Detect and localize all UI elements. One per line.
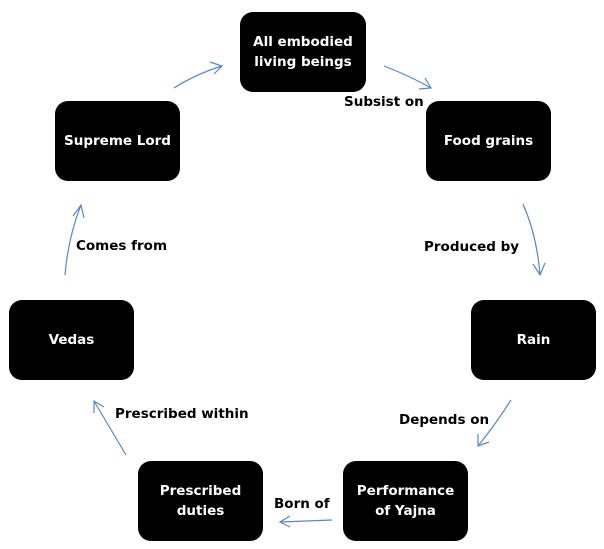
arrow-beings-to-food [383, 65, 433, 90]
edge-label-born-of: Born of [274, 496, 330, 512]
arrow-lord-to-beings [173, 61, 224, 89]
edge-label-depends-on: Depends on [399, 412, 490, 428]
edge-label-subsist-on: Subsist on [344, 94, 424, 110]
arrow-yajna-to-duties [278, 515, 333, 528]
node-rain: Rain [471, 300, 596, 380]
edge-label-comes-from: Comes from [76, 238, 168, 254]
edge-label-produced-by: Produced by [424, 239, 520, 255]
node-vedas: Vedas [9, 300, 134, 380]
node-all-embodied-living-beings: All embodied living beings [240, 12, 366, 92]
node-prescribed-duties: Prescribed duties [138, 461, 263, 541]
arrow-vedas-to-lord [64, 203, 85, 276]
node-food-grains: Food grains [426, 101, 551, 181]
arrow-duties-to-vedas [93, 399, 127, 456]
arrow-food-to-rain [522, 203, 546, 277]
arrow-rain-to-yajna [477, 399, 512, 447]
edge-label-prescribed-within: Prescribed within [115, 406, 249, 422]
node-performance-of-yajna: Performance of Yajna [343, 461, 468, 541]
node-supreme-lord: Supreme Lord [55, 101, 180, 181]
